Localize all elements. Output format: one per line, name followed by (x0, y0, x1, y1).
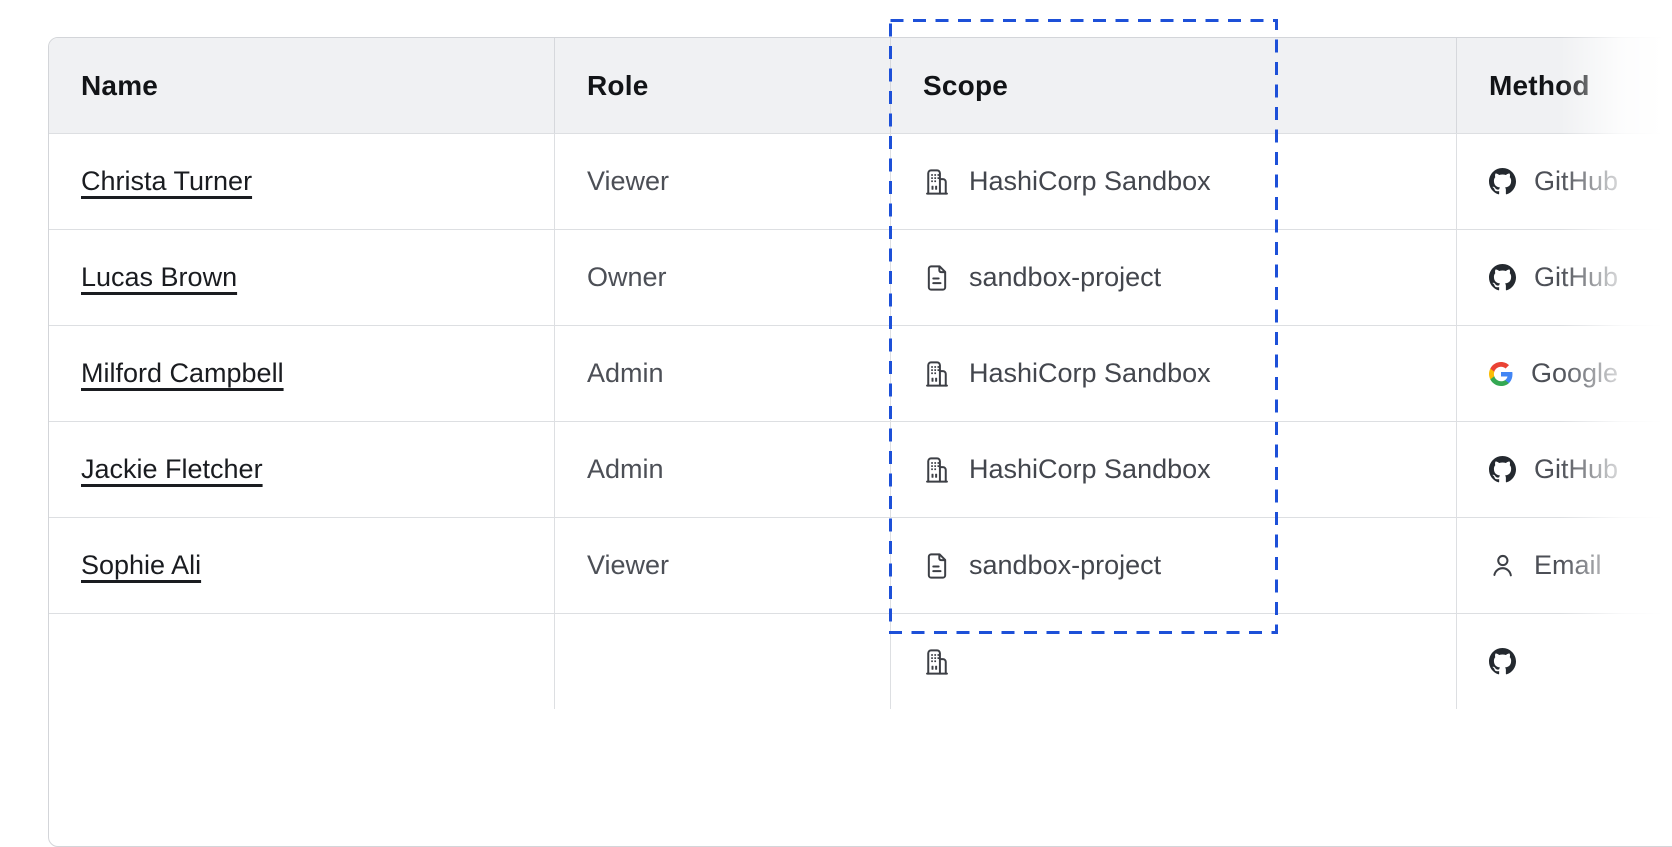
column-header-role: Role (554, 38, 890, 133)
column-header-label: Scope (923, 69, 1009, 101)
role-cell: Viewer (554, 134, 890, 229)
role-cell: Admin (554, 422, 890, 517)
method-cell: Email (1456, 518, 1672, 613)
table-row: Christa Turner Viewer HashiCorp Sandbox … (49, 133, 1672, 229)
scope-cell: HashiCorp Sandbox (890, 422, 1456, 517)
column-header-method: Method (1456, 38, 1672, 133)
google-icon (1489, 362, 1513, 386)
members-table: Name Role Scope Method Christa Turner Vi… (48, 37, 1672, 847)
table-row: Milford Campbell Admin HashiCorp Sandbox… (49, 325, 1672, 421)
role-label: Viewer (587, 166, 670, 196)
method-label: Google (1531, 358, 1619, 388)
table-row-partial (49, 613, 1672, 709)
scope-cell: HashiCorp Sandbox (890, 326, 1456, 421)
method-label: GitHub (1534, 262, 1619, 292)
role-cell (554, 614, 890, 709)
github-icon (1489, 456, 1516, 483)
role-cell: Viewer (554, 518, 890, 613)
table-row: Sophie Ali Viewer sandbox-project Email (49, 517, 1672, 613)
member-name-link[interactable]: Sophie Ali (81, 550, 202, 580)
scope-cell (890, 614, 1456, 709)
name-cell: Milford Campbell (49, 326, 554, 421)
method-label: GitHub (1534, 166, 1619, 196)
method-cell (1456, 614, 1672, 709)
github-icon (1489, 264, 1516, 291)
name-cell: Sophie Ali (49, 518, 554, 613)
method-label: Email (1534, 550, 1602, 580)
role-label: Viewer (587, 550, 670, 580)
role-label: Owner (587, 262, 667, 292)
github-icon (1489, 648, 1516, 675)
scope-cell: sandbox-project (890, 518, 1456, 613)
org-icon (923, 456, 951, 484)
members-page: { "table": { "columns": ["Name", "Role",… (48, 0, 1672, 847)
document-icon (923, 264, 951, 292)
method-label: GitHub (1534, 454, 1619, 484)
scope-cell: HashiCorp Sandbox (890, 134, 1456, 229)
org-icon (923, 360, 951, 388)
table-row: Lucas Brown Owner sandbox-project GitHub (49, 229, 1672, 325)
column-header-label: Name (81, 69, 159, 101)
scope-label: sandbox-project (969, 550, 1162, 580)
table-header-row: Name Role Scope Method (49, 38, 1672, 133)
role-cell: Admin (554, 326, 890, 421)
column-header-name: Name (49, 38, 554, 133)
name-cell: Lucas Brown (49, 230, 554, 325)
name-cell (49, 614, 554, 709)
email-icon (1489, 552, 1516, 579)
method-cell: GitHub (1456, 134, 1672, 229)
role-cell: Owner (554, 230, 890, 325)
method-cell: Google (1456, 326, 1672, 421)
method-cell: GitHub (1456, 230, 1672, 325)
scope-label: HashiCorp Sandbox (969, 454, 1211, 484)
member-name-link[interactable]: Jackie Fletcher (81, 454, 263, 484)
table-row: Jackie Fletcher Admin HashiCorp Sandbox … (49, 421, 1672, 517)
scope-label: HashiCorp Sandbox (969, 166, 1211, 196)
column-header-scope: Scope (890, 38, 1456, 133)
name-cell: Jackie Fletcher (49, 422, 554, 517)
member-name-link[interactable]: Lucas Brown (81, 262, 238, 292)
method-cell: GitHub (1456, 422, 1672, 517)
scope-label: sandbox-project (969, 262, 1162, 292)
column-header-label: Role (587, 69, 649, 101)
name-cell: Christa Turner (49, 134, 554, 229)
role-label: Admin (587, 358, 664, 388)
member-name-link[interactable]: Christa Turner (81, 166, 253, 196)
github-icon (1489, 168, 1516, 195)
scope-label: HashiCorp Sandbox (969, 358, 1211, 388)
column-header-label: Method (1489, 69, 1590, 101)
role-label: Admin (587, 454, 664, 484)
document-icon (923, 552, 951, 580)
org-icon (923, 168, 951, 196)
scope-cell: sandbox-project (890, 230, 1456, 325)
member-name-link[interactable]: Milford Campbell (81, 358, 284, 388)
